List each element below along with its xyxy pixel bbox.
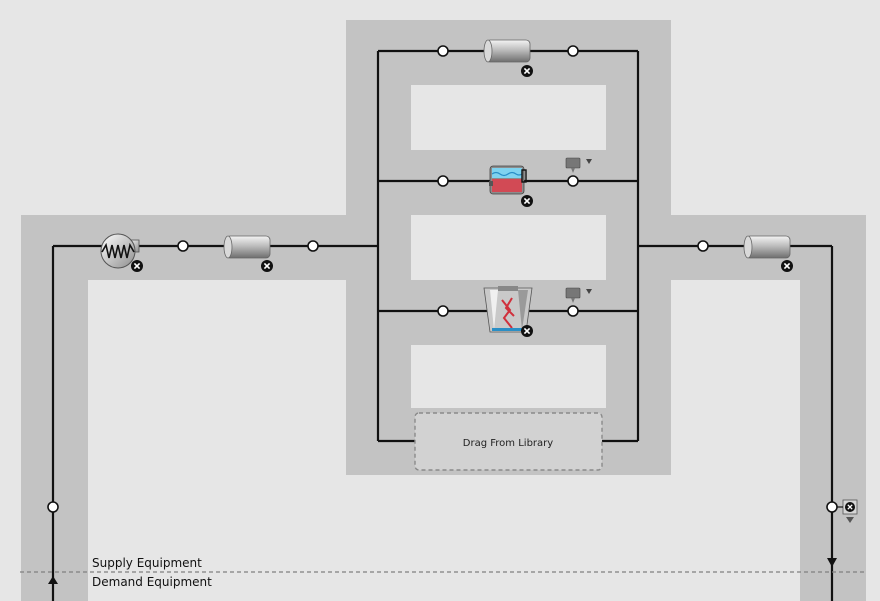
node[interactable] <box>697 240 709 252</box>
pipe-icon[interactable] <box>743 235 791 259</box>
flow-down-arrow-icon <box>827 558 837 567</box>
remove-cooling-tower-button[interactable] <box>520 324 534 338</box>
branch-gaps <box>411 85 606 408</box>
remove-pipe-button[interactable] <box>520 64 534 78</box>
supply-equipment-label: Supply Equipment <box>92 556 202 570</box>
flow-up-arrow-icon <box>48 576 58 584</box>
node[interactable] <box>826 501 838 513</box>
remove-pipe-button[interactable] <box>260 259 274 273</box>
node[interactable] <box>567 305 579 317</box>
node[interactable] <box>437 305 449 317</box>
setpoint-manager-icon[interactable] <box>565 157 592 173</box>
node[interactable] <box>437 45 449 57</box>
pipe-icon[interactable] <box>223 235 271 259</box>
node[interactable] <box>567 45 579 57</box>
node[interactable] <box>47 501 59 513</box>
node[interactable] <box>567 175 579 187</box>
drop-zone-label: Drag From Library <box>463 438 553 449</box>
setpoint-manager-icon[interactable] <box>565 287 592 303</box>
remove-district-heating-button[interactable] <box>520 194 534 208</box>
node[interactable] <box>437 175 449 187</box>
pipe-icon[interactable] <box>483 39 531 63</box>
node[interactable] <box>177 240 189 252</box>
pump-icon[interactable] <box>100 233 140 269</box>
setpoint-manager-icon[interactable] <box>837 499 858 523</box>
district-heating-icon[interactable] <box>489 165 527 195</box>
remove-pump-button[interactable] <box>130 259 144 273</box>
cooling-tower-icon[interactable] <box>483 286 533 333</box>
demand-equipment-label: Demand Equipment <box>92 575 212 589</box>
node[interactable] <box>307 240 319 252</box>
remove-pipe-button[interactable] <box>780 259 794 273</box>
drag-from-library-dropzone[interactable]: Drag From Library <box>414 412 603 471</box>
